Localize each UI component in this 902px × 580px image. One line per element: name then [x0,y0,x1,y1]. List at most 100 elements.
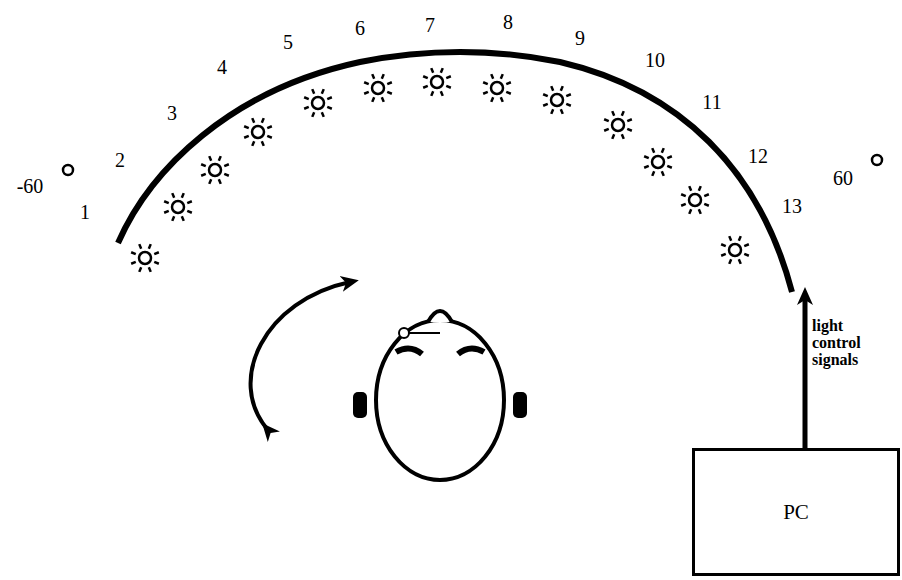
light-ray [372,97,374,102]
light-ray [304,107,309,109]
light-ray [201,174,206,176]
light-ray [667,156,672,158]
light-ray [446,86,451,88]
light-ray [612,134,614,139]
light-ray [491,97,493,102]
light-bulb [612,119,624,131]
light-ray [327,97,332,99]
light-ray [219,156,221,161]
light-bulb [252,126,264,138]
light-ray [604,129,609,131]
light-ray [164,211,169,213]
light-ray [699,209,701,214]
light-ray [566,104,571,106]
light-ray [566,94,571,96]
light-ray [506,82,511,84]
light-ray [441,68,443,73]
light-ray [739,259,741,264]
light-ray [322,89,324,94]
light-ray [172,193,174,198]
light-number: 4 [217,57,227,77]
light-ray [187,201,192,203]
light-ray [689,186,691,191]
light-number: 13 [782,196,802,216]
light-ray [543,94,548,96]
light-bulb [551,94,563,106]
light-ray [729,236,731,241]
light-ray [744,244,749,246]
light-ray [209,156,211,161]
light-ray [224,164,229,166]
light-ray [627,119,632,121]
light-ray [501,74,503,79]
light-ray [644,166,649,168]
light-ray [622,111,624,116]
light-number: 2 [115,150,125,170]
light-ray [431,91,433,96]
light-ray [699,186,701,191]
light-ray [244,126,249,128]
light-ray [543,104,548,106]
light-ray [372,74,374,79]
light-ray [501,97,503,102]
light-ray [491,74,493,79]
light-ray [744,254,749,256]
light-ray [681,194,686,196]
light-ray [561,109,563,114]
light-ray [131,252,136,254]
light-ray [652,148,654,153]
light-ray [561,86,563,91]
light-ray [667,166,672,168]
light-ray [387,82,392,84]
light-number: 12 [748,146,768,166]
light-ray [149,267,151,272]
light-ray [652,171,654,176]
angle-label: -60 [17,176,44,196]
light-bulb [689,194,701,206]
light-ray [267,126,272,128]
light-ray [627,129,632,131]
light-ray [201,164,206,166]
light-number: 10 [645,50,665,70]
light-ray [483,82,488,84]
light-ray [224,174,229,176]
angle-marker [63,165,73,175]
light-ray [721,244,726,246]
light-ray [154,252,159,254]
light-number: 5 [283,32,293,52]
light-ray [322,112,324,117]
light-ray [182,216,184,221]
signal-label: light control signals [812,318,892,368]
light-ray [364,82,369,84]
light-ray [739,236,741,241]
light-ray [382,97,384,102]
light-arc [118,52,792,292]
light-ray [139,244,141,249]
light-ray [187,211,192,213]
light-bulb [172,201,184,213]
light-ray [209,179,211,184]
light-ray [622,134,624,139]
light-ray [219,179,221,184]
angle-label: 60 [833,168,853,188]
light-ray [327,107,332,109]
light-ray [681,204,686,206]
light-ray [644,156,649,158]
light-ray [551,86,553,91]
light-ray [164,201,169,203]
light-ray [252,118,254,123]
light-ray [662,148,664,153]
light-ray [382,74,384,79]
light-ray [423,76,428,78]
angle-marker [872,155,882,165]
light-ray [139,267,141,272]
light-ray [182,193,184,198]
light-ray [704,194,709,196]
signal-arrow [803,296,808,450]
light-ray [612,111,614,116]
light-bulb [652,156,664,168]
light-ray [721,254,726,256]
light-ray [312,89,314,94]
head [353,311,527,480]
